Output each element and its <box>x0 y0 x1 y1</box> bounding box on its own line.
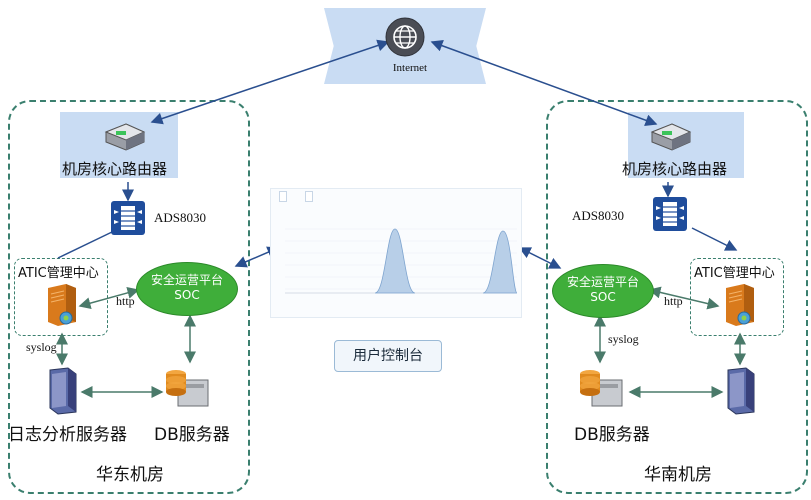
east-db-label: DB服务器 <box>154 425 230 445</box>
east-atic-label: ATIC管理中心 <box>18 266 99 281</box>
internet-to-east-router-arrow <box>150 39 390 125</box>
south-router-icon <box>650 123 692 151</box>
east-soc-line2: SOC <box>174 288 200 302</box>
south-syslog-label: syslog <box>608 332 639 346</box>
east-ads-label: ADS8030 <box>154 210 207 225</box>
console-mini-chart <box>285 228 518 294</box>
east-db-icon <box>166 370 209 407</box>
east-ads-icon <box>111 201 145 235</box>
east-log-server-icon <box>49 367 77 415</box>
south-ads-label: ADS8030 <box>572 208 625 223</box>
console-label: 用户控制台 <box>353 348 423 364</box>
south-ads-icon <box>653 197 687 231</box>
east-router-label: 机房核心路由器 <box>62 160 168 178</box>
console-peak-1 <box>374 228 416 294</box>
console-mini-tab-2 <box>305 191 313 202</box>
south-atic-server-icon <box>726 284 754 326</box>
south-region-border <box>546 100 808 494</box>
east-region-border <box>8 100 250 494</box>
east-http-label: http <box>116 294 135 308</box>
internet-to-south-router-arrow <box>430 39 658 127</box>
east-router-icon <box>104 123 146 151</box>
console-screenshot <box>270 188 522 318</box>
east-soc-node: 安全运营平台 SOC <box>136 262 238 316</box>
internet-label: Internet <box>392 62 428 74</box>
south-region-label: 华南机房 <box>644 465 712 485</box>
south-soc-line2: SOC <box>590 290 616 304</box>
east-log-server-label: 日志分析服务器 <box>8 425 127 445</box>
south-ads-to-atic-arrow <box>691 227 738 251</box>
south-db-icon <box>580 370 623 407</box>
east-atic-server-icon <box>48 284 76 326</box>
console-label-box: 用户控制台 <box>334 340 442 372</box>
south-atic-label: ATIC管理中心 <box>694 266 775 281</box>
console-peak-2 <box>482 230 518 294</box>
south-soc-node: 安全运营平台 SOC <box>552 264 654 318</box>
east-syslog-label: syslog <box>26 340 57 354</box>
east-region-label: 华东机房 <box>96 465 164 485</box>
south-http-label: http <box>664 294 683 308</box>
south-soc-line1: 安全运营平台 <box>566 275 639 289</box>
east-soc-line1: 安全运营平台 <box>150 273 223 287</box>
south-log-server-icon <box>727 367 755 415</box>
south-db-label: DB服务器 <box>574 425 650 445</box>
south-router-label: 机房核心路由器 <box>622 160 728 178</box>
console-mini-tab-1 <box>279 191 287 202</box>
east-ads-to-atic-line <box>57 231 113 259</box>
globe-icon <box>385 17 425 57</box>
console-to-south-soc-arrow <box>518 247 562 269</box>
south-http-arrow <box>648 286 720 310</box>
east-http-arrow <box>78 287 140 309</box>
